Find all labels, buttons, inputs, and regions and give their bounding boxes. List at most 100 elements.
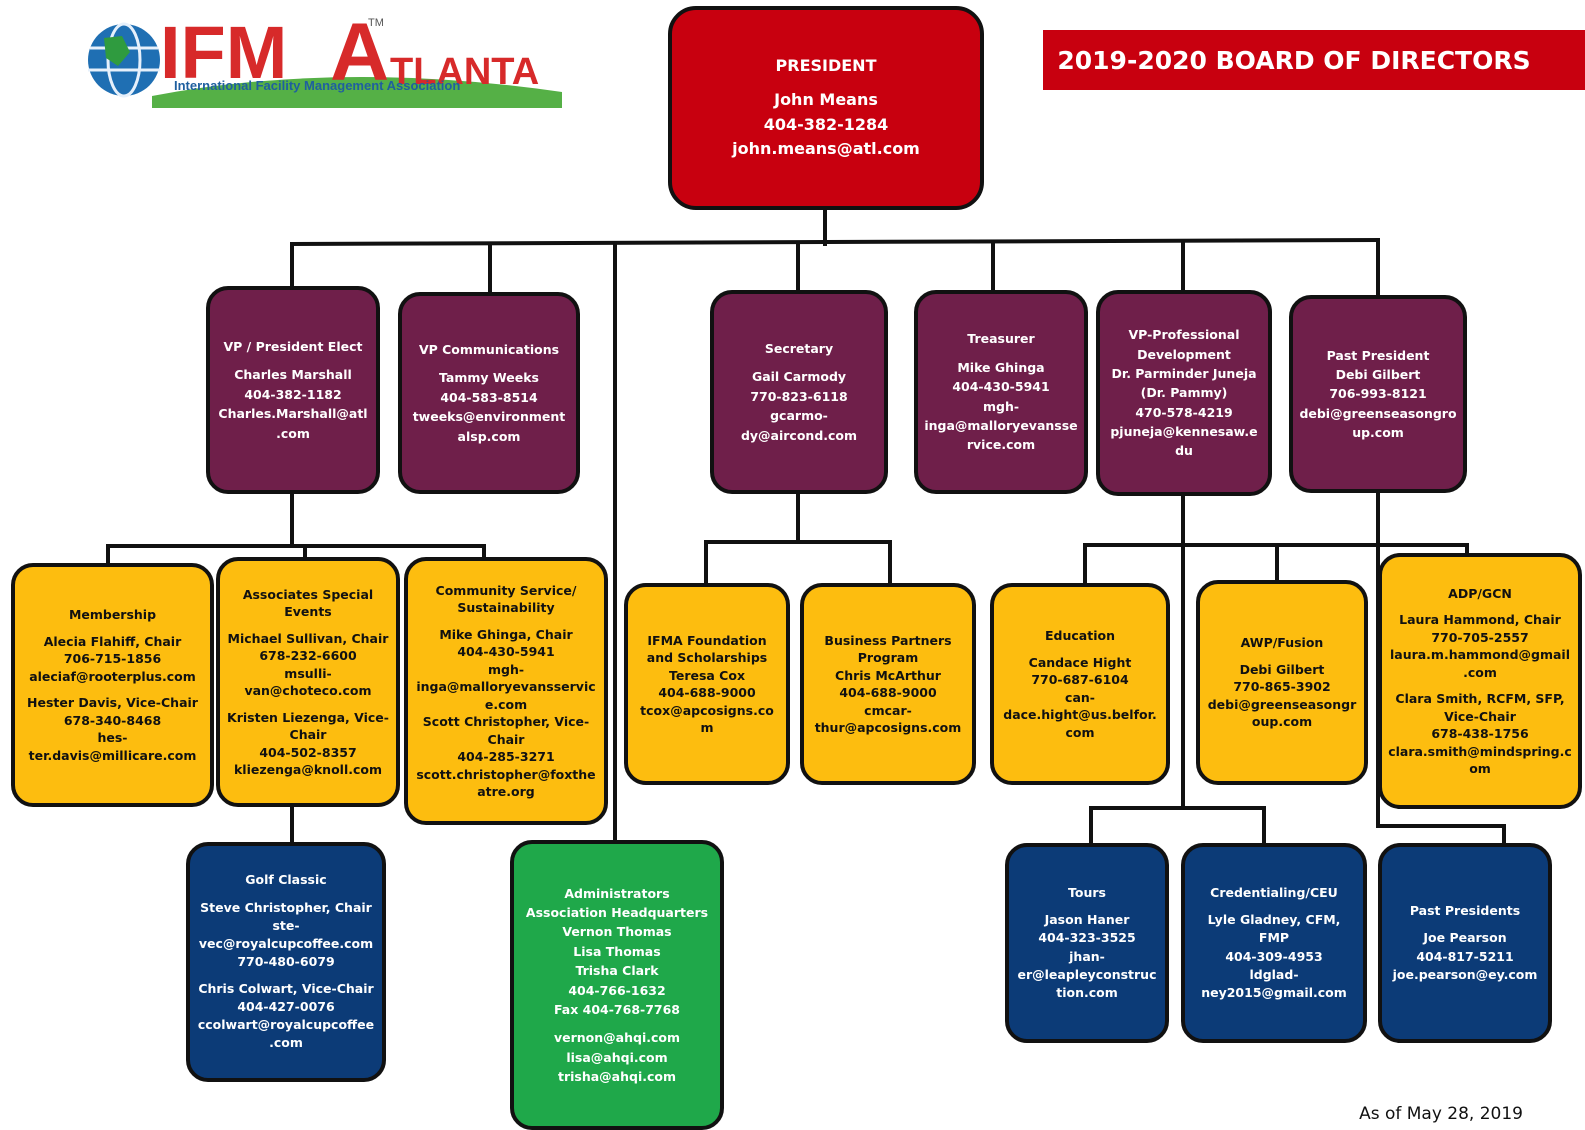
box-line: 678-438-1756 xyxy=(1431,726,1529,741)
box-line: jhan-er@leapleyconstruction.com xyxy=(1017,948,1157,1000)
box-line: Charles Marshall xyxy=(234,367,352,383)
box-line: Debi Gilbert xyxy=(1239,661,1325,677)
box-line: Dr. Parminder Juneja xyxy=(1111,365,1257,381)
logo-a-text: A xyxy=(330,8,389,98)
box-line: Fax 404-768-7768 xyxy=(553,1001,680,1017)
box-line: trisha@ahqi.com xyxy=(557,1069,677,1084)
box-heading: Golf Classic xyxy=(245,872,327,888)
box-line: msulli-van@choteco.com xyxy=(244,665,372,699)
box-line: 678-232-6600 xyxy=(259,648,357,663)
box-line: 404-285-3271 xyxy=(457,749,555,764)
box-line: Tammy Weeks xyxy=(439,370,539,386)
box-line: 770-480-6079 xyxy=(237,953,335,969)
box-line: Scott Christopher, Vice-Chair xyxy=(422,714,590,747)
box-line: 404-323-3525 xyxy=(1038,930,1136,946)
box-heading: ADP/GCN xyxy=(1448,585,1512,601)
box-line: kliezenga@knoll.com xyxy=(233,762,383,777)
box-line: mgh-inga@malloryevansservice.com xyxy=(416,661,596,712)
box-line: 404-382-1182 xyxy=(244,386,342,402)
box-line: mgh-inga@malloryevansservice.com xyxy=(924,398,1078,453)
box-line: 404-502-8357 xyxy=(259,744,357,760)
box-line: 404-817-5211 xyxy=(1416,948,1514,964)
box-line: Jason Haner xyxy=(1044,912,1130,928)
box-line: 770-823-6118 xyxy=(750,388,848,404)
box-heading: Business Partners Program xyxy=(824,632,952,666)
box-heading: VP Communications xyxy=(418,342,560,358)
box-line: gcarmo-dy@aircond.com xyxy=(740,408,858,443)
box-line: joe.pearson@ey.com xyxy=(1392,966,1538,982)
box-line: Gail Carmody xyxy=(751,369,847,385)
box-line: tweeks@environment alsp.com xyxy=(412,409,566,444)
logo-ifm-text: IFM xyxy=(160,11,287,94)
box-line: 770-865-3902 xyxy=(1233,679,1331,695)
logo-subtitle: International Facility Management Associ… xyxy=(174,78,460,93)
box-line: Teresa Cox xyxy=(668,667,746,683)
box-line: debi@greenseasongroup.com xyxy=(1207,696,1357,730)
box-line: vernon@ahqi.com xyxy=(553,1030,680,1046)
box-line: (Dr. Pammy) xyxy=(1140,385,1228,401)
box-line: 404-430-5941 xyxy=(952,379,1050,395)
box-heading: Credentialing/CEU xyxy=(1210,885,1338,901)
box-line: aleciaf@rooterplus.com xyxy=(29,668,196,684)
box-line: ccolwart@royalcupcoffee.com xyxy=(197,1017,375,1051)
box-line: tcox@apcosigns.com xyxy=(640,702,774,736)
box-line: 404-688-9000 xyxy=(658,685,756,700)
box-line: 404-309-4953 xyxy=(1225,948,1323,964)
box-line: ste-vec@royalcupcoffee.com xyxy=(198,917,374,951)
globe-icon xyxy=(88,22,160,98)
box-heading: Associates Special Events xyxy=(242,586,374,620)
box-line: 770-687-6104 xyxy=(1031,672,1129,687)
box-line: 404-766-1632 xyxy=(568,982,666,998)
box-heading: Community Service/ Sustainability xyxy=(435,582,577,616)
box-line: Hester Davis, Vice-Chair xyxy=(27,695,198,710)
box-heading: Past Presidents xyxy=(1409,903,1521,919)
box-line: 404-382-1284 xyxy=(763,114,889,134)
box-line: Mike Ghinga xyxy=(957,359,1045,375)
box-line: Candace Hight xyxy=(1028,654,1132,670)
box-heading: AWP/Fusion xyxy=(1240,635,1324,651)
box-line: clara.smith@mindspring.com xyxy=(1388,743,1572,777)
box-line: Debi Gilbert xyxy=(1335,366,1421,382)
box-line: Mike Ghinga, Chair xyxy=(439,626,573,642)
box-line: Lisa Thomas xyxy=(573,943,661,959)
box-line: Steve Christopher, Chair xyxy=(200,899,372,915)
box-heading: Secretary xyxy=(764,341,834,357)
box-heading: IFMA Foundation and Scholarships xyxy=(646,632,768,666)
box-line: Vernon Thomas xyxy=(562,924,672,940)
box-line: 404-688-9000 xyxy=(839,685,937,700)
box-line: Lyle Gladney, CFM, FMP xyxy=(1207,912,1341,946)
box-line: Chris Colwart, Vice-Chair xyxy=(198,981,374,997)
box-line: scott.christopher@foxtheatre.org xyxy=(416,766,596,800)
board-of-directors-title: 2019-2020 BOARD OF DIRECTORS xyxy=(1043,30,1585,90)
box-heading: Education xyxy=(1045,628,1115,643)
ifma-atlanta-logo: IFM A TLANTA TM International Facility M… xyxy=(88,8,562,108)
box-line: hes-ter.davis@millicare.com xyxy=(28,730,197,763)
box-line: cmcar-thur@apcosigns.com xyxy=(814,702,962,736)
box-line: 706-993-8121 xyxy=(1329,386,1427,402)
box-heading: PRESIDENT xyxy=(775,55,877,75)
box-line: 706-715-1856 xyxy=(63,651,162,666)
box-line: John Means xyxy=(774,89,878,109)
box-line: Clara Smith, RCFM, SFP, Vice-Chair xyxy=(1395,691,1565,724)
logo-tlanta-text: TLANTA xyxy=(390,51,539,93)
logo-tm-text: TM xyxy=(368,17,384,29)
box-heading: VP-Professional Development xyxy=(1128,327,1240,362)
box-heading: Membership xyxy=(68,607,157,622)
box-line: pjuneja@kennesaw.edu xyxy=(1110,424,1258,459)
box-heading: Tours xyxy=(1068,885,1106,901)
box-line: Chris McArthur xyxy=(835,667,941,683)
